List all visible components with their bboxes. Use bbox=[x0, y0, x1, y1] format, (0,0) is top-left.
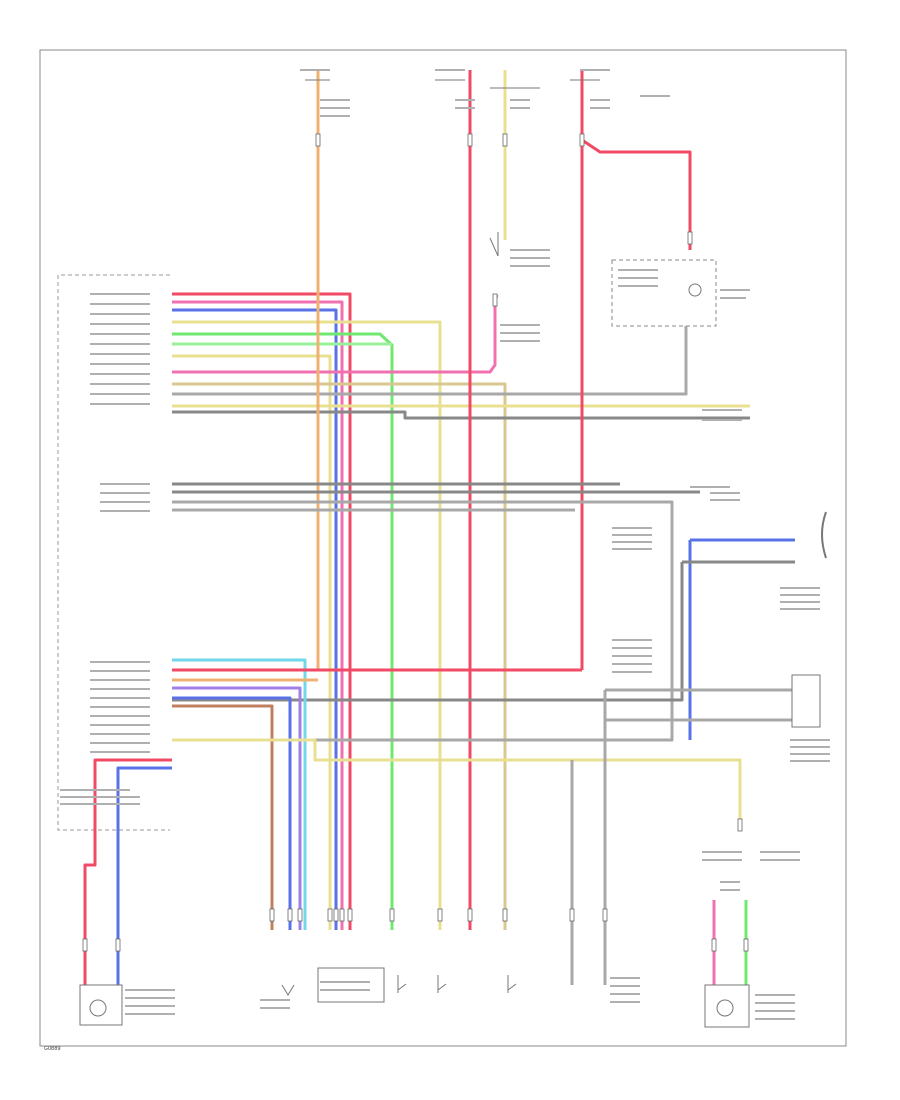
wire-pink-1 bbox=[172, 300, 344, 930]
connector-pin bbox=[502, 133, 508, 147]
connector-group bbox=[82, 133, 749, 952]
shift-solenoid-assembly bbox=[317, 967, 385, 1003]
connector-pin bbox=[687, 231, 693, 245]
wire-blue-29 bbox=[172, 696, 292, 930]
connector-pin bbox=[743, 938, 749, 952]
wire-darkgray-24 bbox=[172, 562, 684, 702]
wire-gray-9 bbox=[172, 326, 688, 396]
wire-cyan-25 bbox=[172, 658, 307, 930]
pressure-switch-symbol bbox=[281, 984, 295, 996]
connector-pin bbox=[287, 908, 293, 922]
wire-blue-2 bbox=[172, 308, 338, 930]
connector-pin bbox=[269, 908, 275, 922]
wire-brown-30 bbox=[172, 704, 274, 930]
throttle-position-sensor bbox=[821, 511, 827, 559]
vehicle-speed-sensor bbox=[704, 984, 750, 1028]
wire-darkgray-11 bbox=[172, 410, 750, 420]
connector-pin bbox=[82, 938, 88, 952]
connector-pin bbox=[437, 908, 443, 922]
switch-b-symbol bbox=[437, 975, 447, 993]
connector-pin bbox=[315, 133, 321, 147]
connector-pin bbox=[579, 133, 585, 147]
connector-pin bbox=[339, 908, 345, 922]
wire-green-4 bbox=[172, 332, 394, 930]
diagram-border bbox=[39, 49, 847, 1047]
component-shapes bbox=[79, 232, 827, 1028]
connector-pin bbox=[602, 908, 608, 922]
connector-pin bbox=[333, 908, 339, 922]
engine-speed-sensor bbox=[791, 674, 821, 728]
switch-box bbox=[611, 259, 717, 327]
footer-code: G0889 bbox=[44, 1046, 61, 1052]
connector-pin bbox=[711, 938, 717, 952]
wire-yellow-3 bbox=[172, 320, 442, 930]
wire-yellow-31 bbox=[172, 738, 742, 830]
connector-pin bbox=[467, 133, 473, 147]
connector-pin bbox=[347, 908, 353, 922]
connector-pin bbox=[569, 908, 575, 922]
switch-a-symbol bbox=[397, 975, 407, 993]
label-marks bbox=[60, 69, 830, 1020]
connector-pin bbox=[502, 908, 508, 922]
wire-red-16 bbox=[581, 138, 692, 250]
wire-red-32 bbox=[83, 758, 172, 985]
pressure-control-solenoid bbox=[79, 984, 123, 1026]
connector-pin bbox=[467, 908, 473, 922]
tcc-brake-switch bbox=[489, 232, 499, 257]
wire-tan-8 bbox=[172, 382, 507, 930]
connector-pin bbox=[327, 908, 333, 922]
wire-group bbox=[83, 70, 795, 985]
brake-switch-symbol bbox=[688, 283, 702, 297]
fuse-block-marks bbox=[305, 79, 600, 89]
wire-gray-19 bbox=[172, 500, 674, 742]
connector-pin bbox=[389, 908, 395, 922]
connector-pin bbox=[115, 938, 121, 952]
wire-blue-33 bbox=[116, 766, 172, 985]
connector-pin bbox=[737, 818, 743, 832]
connector-pin bbox=[492, 293, 498, 307]
switch-c-symbol bbox=[507, 975, 517, 993]
wire-red-0 bbox=[172, 292, 352, 930]
wire-violet-28 bbox=[172, 686, 302, 930]
connector-pin bbox=[297, 908, 303, 922]
pcm-enclosure bbox=[57, 274, 170, 831]
